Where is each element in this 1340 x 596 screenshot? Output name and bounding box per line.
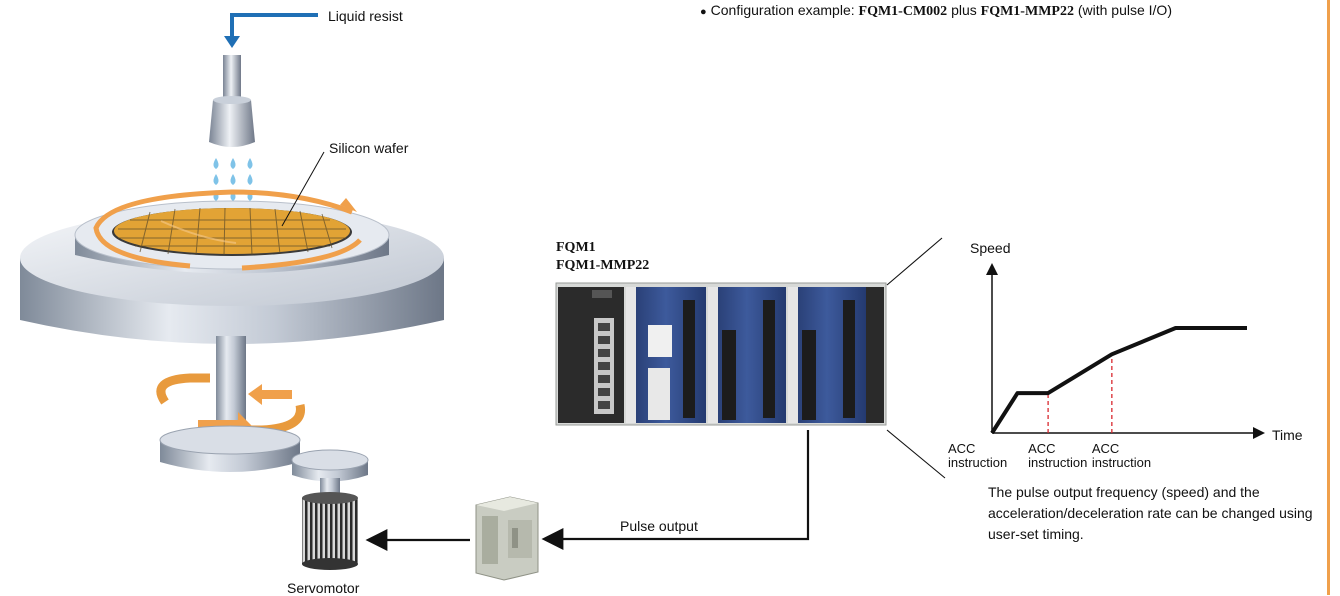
wafer-rotation-arrow <box>93 189 362 271</box>
motion-model: FQM1-MMP22 <box>980 4 1074 19</box>
bullet-icon: ● <box>700 6 707 18</box>
speed-series-line <box>990 326 1247 435</box>
config-prefix: Configuration example: <box>710 2 859 18</box>
acc-label-line1: ACC <box>1028 441 1056 456</box>
speed-graph <box>986 263 1265 439</box>
fqm1-label: FQM1 <box>556 240 596 255</box>
nozzle <box>209 55 255 147</box>
zoom-line-top <box>886 237 943 286</box>
pulley <box>159 425 301 472</box>
silicon-wafer-label: Silicon wafer <box>329 140 409 156</box>
fqm1-mmp22-label: FQM1-MMP22 <box>556 258 650 273</box>
liquid-resist-label: Liquid resist <box>328 8 403 24</box>
acc-label-line2: instruction <box>1091 455 1152 470</box>
acc-label-line2: instruction <box>948 455 1008 470</box>
silicon-wafer <box>112 207 352 256</box>
config-suffix: (with pulse I/O) <box>1073 2 1172 18</box>
cpu-model: FQM1-CM002 <box>858 4 948 19</box>
zoom-line-bottom <box>886 429 946 479</box>
servomotor <box>291 449 369 570</box>
configuration-example: ●Configuration example: FQM1-CM002 plus … <box>700 2 1172 20</box>
graph-caption: The pulse output frequency (speed) and t… <box>988 484 1313 542</box>
acc-label-line1: ACC <box>1091 441 1120 456</box>
servo-driver <box>475 496 539 581</box>
acc-label-line1: ACC <box>948 441 976 456</box>
servomotor-label: Servomotor <box>287 580 360 596</box>
plc-rack <box>555 282 887 426</box>
silicon-wafer-leader <box>281 151 325 227</box>
page-edge-bar <box>1327 0 1330 595</box>
pulse-output-label: Pulse output <box>620 518 698 534</box>
pulse-output-arrow <box>541 430 810 550</box>
config-joiner: plus <box>947 2 981 18</box>
resist-feed-arrow <box>224 13 318 48</box>
acc-label-line2: instruction <box>1028 455 1088 470</box>
y-axis-label: Speed <box>970 240 1011 256</box>
x-axis-label: Time <box>1272 427 1303 443</box>
